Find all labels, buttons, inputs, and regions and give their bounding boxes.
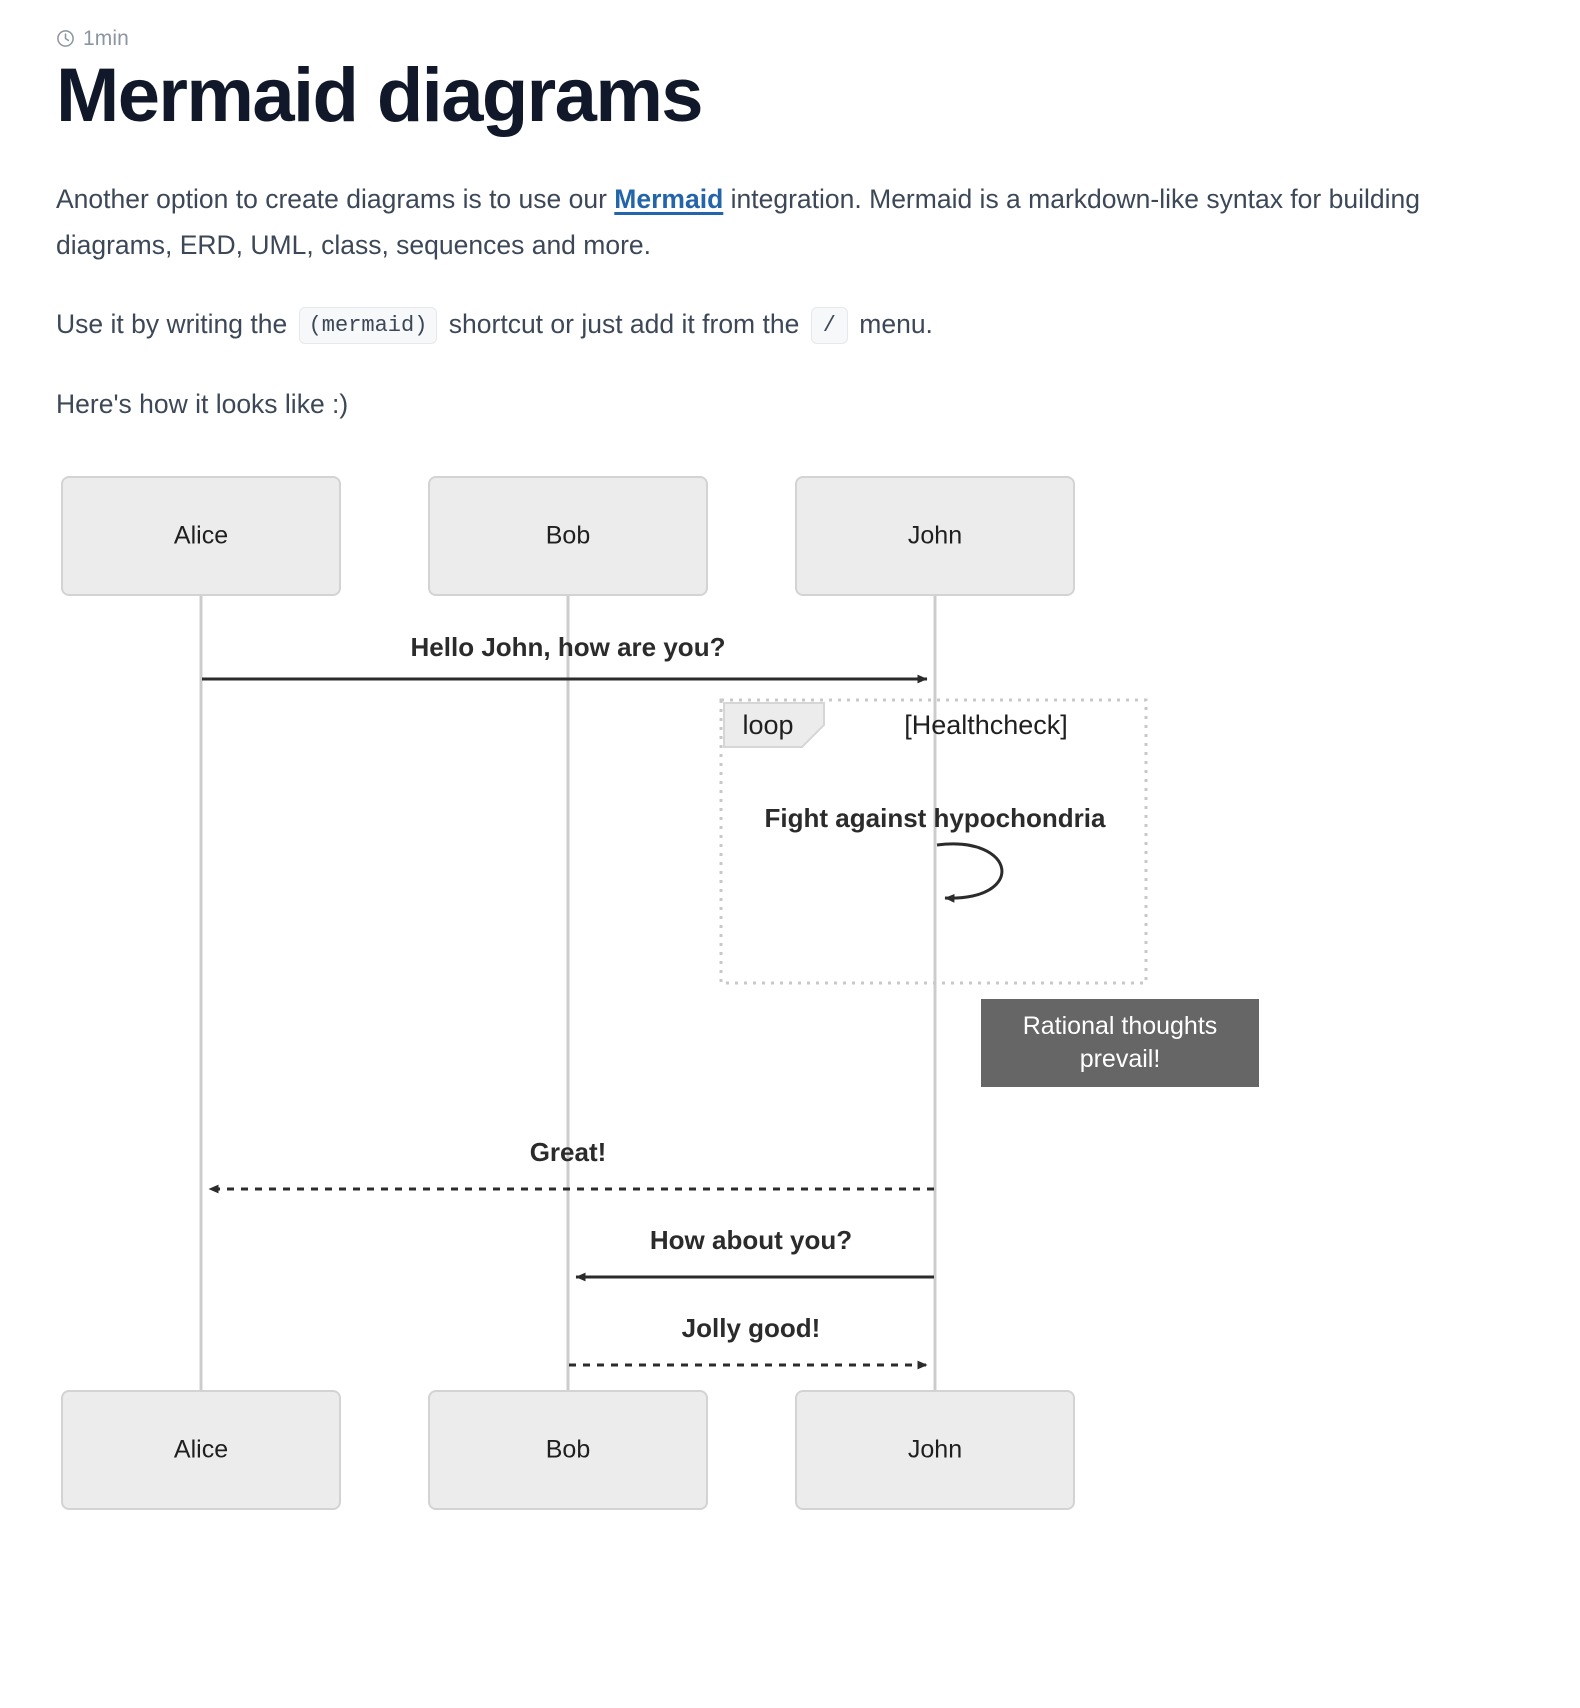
message-jolly-good: Jolly good! [569,1313,928,1370]
actor-bottom-john[interactable]: John [795,1390,1075,1511]
actor-bottom-bob-label: Bob [546,1436,590,1464]
message-how-about-you: How about you? [575,1225,934,1282]
intro-paragraph: Another option to create diagrams is to … [56,177,1516,268]
mermaid-sequence-diagram[interactable]: Alice Bob John Hello John, how are you? [56,471,1580,1631]
actor-bottom-alice[interactable]: Alice [61,1390,341,1511]
read-time-meta: 1min [56,28,1524,49]
loop-condition-label: [Healthcheck] [904,711,1068,741]
loop-tab-shape [723,702,825,749]
note-line-2: prevail! [1080,1045,1161,1073]
article-content: 1min Mermaid diagrams Another option to … [56,28,1580,1631]
message-jolly-good-label: Jolly good! [682,1313,821,1343]
message-how-about-you-label: How about you? [650,1225,852,1255]
mermaid-link[interactable]: Mermaid [614,184,724,215]
actor-bottom-alice-label: Alice [174,1436,228,1464]
mermaid-shortcut-chip: (mermaid) [298,307,438,345]
read-time-label: 1min [83,27,129,50]
clock-icon [56,29,75,48]
usage-text-3: menu. [851,309,933,340]
actor-top-bob[interactable]: Bob [428,476,708,597]
usage-paragraph: Use it by writing the (mermaid) shortcut… [56,302,1516,348]
usage-text-1: Use it by writing the [56,309,295,340]
intro-text-after-link: integration. Mermaid is a markdown-like … [56,184,1420,260]
message-great: Great! [208,1137,934,1194]
actor-top-alice-label: Alice [174,522,228,550]
loop-tab-label: loop [742,711,793,741]
usage-text-2: shortcut or just add it from the [441,309,807,340]
slash-menu-chip: / [810,307,848,345]
actor-top-bob-label: Bob [546,522,590,550]
message-great-label: Great! [530,1137,607,1167]
message-fight-hypochondria: Fight against hypochondria [765,803,1106,904]
page-title: Mermaid diagrams [56,53,704,138]
note-rational-thoughts: Rational thoughts prevail! [981,999,1259,1088]
loop-block-healthcheck: loop [Healthcheck] [719,698,1148,985]
message-hello-john-label: Hello John, how are you? [411,632,726,662]
note-line-1: Rational thoughts [1023,1012,1218,1040]
actor-bottom-john-label: John [908,1436,962,1464]
intro-text-before-link: Another option to create diagrams is to … [56,184,615,215]
actor-top-john-label: John [908,522,962,550]
sequence-diagram-canvas: Alice Bob John Hello John, how are you? [61,476,1259,1511]
message-fight-hypochondria-label: Fight against hypochondria [765,803,1106,833]
actor-top-john[interactable]: John [795,476,1075,597]
actor-top-alice[interactable]: Alice [61,476,341,597]
preview-caption: Here's how it looks like :) [56,388,349,419]
actor-bottom-bob[interactable]: Bob [428,1390,708,1511]
message-hello-john: Hello John, how are you? [202,632,928,684]
